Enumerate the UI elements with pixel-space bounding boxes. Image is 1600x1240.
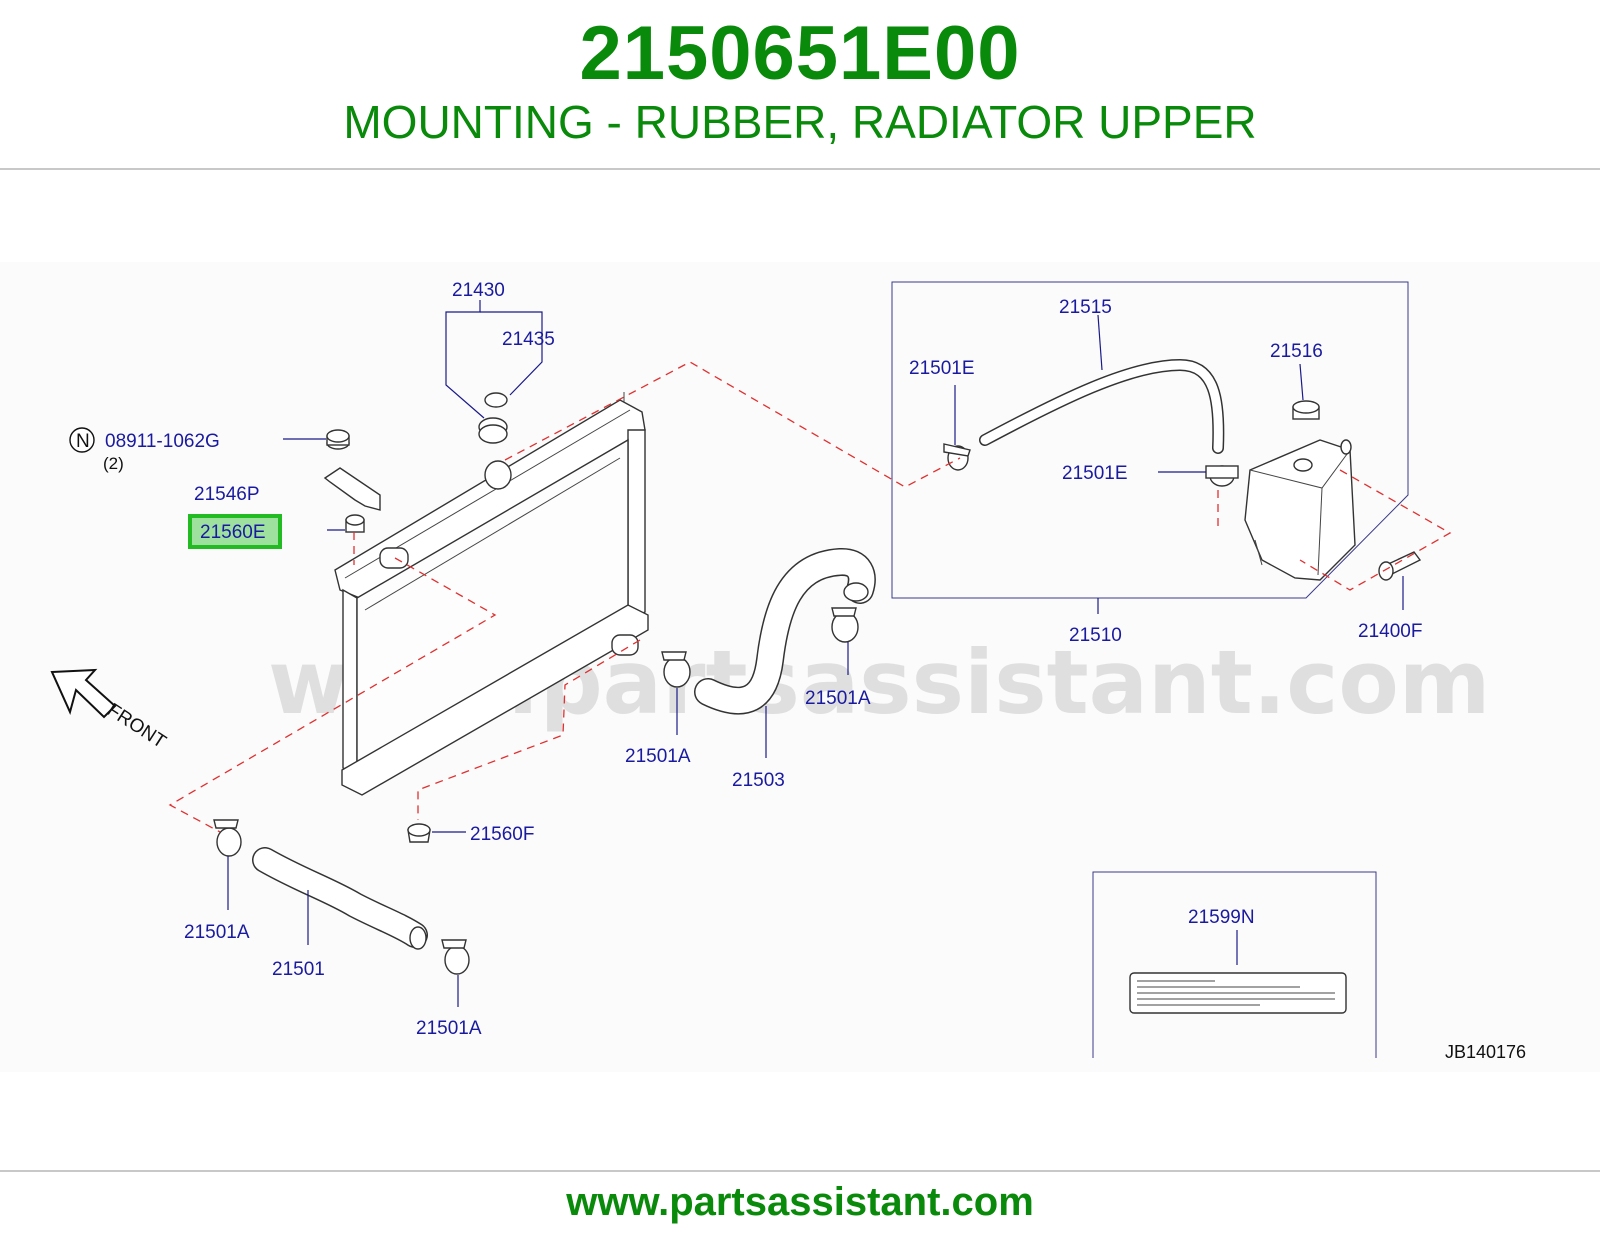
diagram-reference-code: JB140176 (1445, 1042, 1526, 1062)
label-08911-1062G[interactable]: 08911-1062G (105, 431, 220, 452)
label-21501A-lower-right[interactable]: 21501A (416, 1018, 482, 1039)
hose-clamps (213, 607, 859, 975)
label-21560E[interactable]: 21560E (200, 522, 266, 543)
n-symbol-circle (69, 427, 95, 453)
label-21501E-lower[interactable]: 21501E (1062, 463, 1128, 484)
label-21435[interactable]: 21435 (502, 329, 555, 350)
page-header: 2150651E00 MOUNTING - RUBBER, RADIATOR U… (0, 0, 1600, 168)
dashed-guides (168, 361, 1452, 833)
label-21501[interactable]: 21501 (272, 959, 325, 980)
part-number-title: 2150651E00 (579, 11, 1021, 96)
bolt-08911 (326, 429, 350, 450)
overflow-hose-21515 (979, 358, 1225, 454)
label-21515[interactable]: 21515 (1059, 297, 1112, 318)
label-21400F[interactable]: 21400F (1358, 621, 1422, 642)
upper-hose-21503 (694, 548, 876, 715)
clip-21400F (1378, 551, 1422, 581)
bracket-21546P (323, 467, 381, 511)
leader-lines (227, 300, 1404, 1007)
radiator (334, 392, 649, 796)
label-21501E-upper[interactable]: 21501E (909, 358, 975, 379)
label-group-box (1092, 871, 1377, 1058)
label-21430[interactable]: 21430 (452, 280, 505, 301)
part-description: MOUNTING - RUBBER, RADIATOR UPPER (343, 96, 1257, 148)
rubber-mount-21560E (345, 514, 365, 533)
n-symbol: N (76, 431, 90, 452)
rubber-mount-21560F (407, 823, 431, 843)
caution-label-21599N (1129, 972, 1347, 1014)
footer-url[interactable]: www.partsassistant.com (566, 1180, 1034, 1224)
label-21516[interactable]: 21516 (1270, 341, 1323, 362)
header-divider (0, 168, 1600, 170)
lower-hose-21501 (252, 847, 428, 950)
label-21503[interactable]: 21503 (732, 770, 785, 791)
diagram-panel (0, 262, 1600, 1072)
quantity-note: (2) (103, 454, 124, 473)
label-21560F[interactable]: 21560F (470, 824, 534, 845)
label-21501A-lower-left[interactable]: 21501A (184, 922, 250, 943)
label-21546P[interactable]: 21546P (194, 484, 260, 505)
highlighted-part-box (188, 514, 282, 549)
footer-divider (0, 1170, 1600, 1172)
small-clamps-21501E (943, 443, 1239, 487)
reservoir-group-box (891, 281, 1409, 599)
label-21599N[interactable]: 21599N (1188, 907, 1255, 928)
label-21501A-upper-left[interactable]: 21501A (625, 746, 691, 767)
reservoir-tank-21510 (1244, 439, 1356, 581)
label-21510[interactable]: 21510 (1069, 625, 1122, 646)
label-21501A-upper-right[interactable]: 21501A (805, 688, 871, 709)
radiator-cap (478, 392, 508, 444)
reservoir-cap-21516 (1292, 400, 1320, 420)
